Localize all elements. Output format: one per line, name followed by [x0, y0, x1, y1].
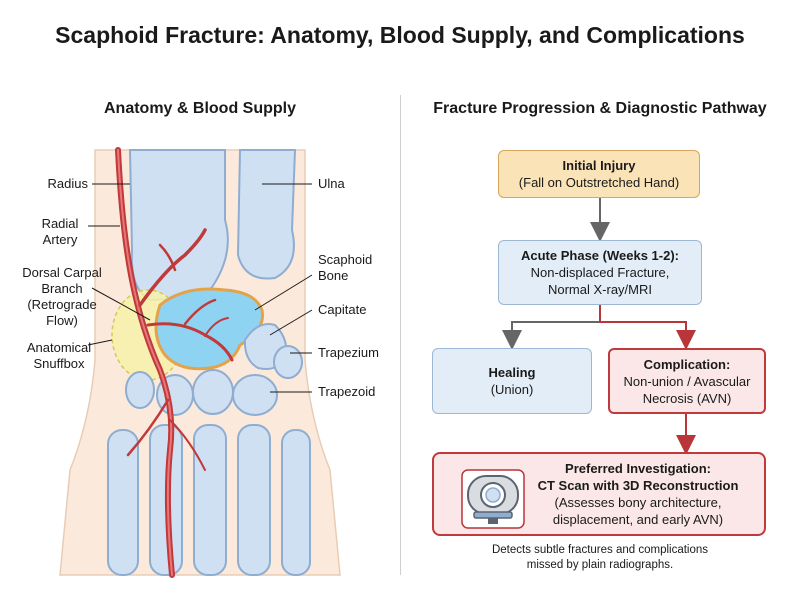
initial-injury-box: Initial Injury (Fall on Outstretched Han…	[498, 150, 700, 198]
leader-line	[91, 287, 151, 321]
pathway-heading: Fracture Progression & Diagnostic Pathwa…	[433, 100, 767, 117]
label-anatomical-snuffbox: Anatomical Snuffbox	[26, 340, 92, 371]
label-dorsal-carpal-branch: Dorsal Carpal Branch (Retrograde Flow)	[22, 265, 102, 328]
metacarpal	[107, 429, 139, 576]
complication-title: Complication:	[643, 356, 731, 372]
complication-text2: Necrosis (AVN)	[642, 390, 732, 406]
metacarpal	[193, 424, 227, 576]
trapezium-bone	[273, 345, 303, 379]
label-trapezium: Trapezium	[318, 345, 379, 360]
investigation-text1: (Assesses bony architecture,	[554, 495, 722, 510]
artery-branch	[126, 398, 170, 457]
acute-phase-title: Acute Phase (Weeks 1-2):	[521, 248, 679, 263]
leader-line	[87, 339, 113, 346]
artery-branch	[169, 419, 206, 471]
acute-phase-text1: Non-displaced Fracture,	[530, 265, 670, 280]
healing-title: Healing	[488, 365, 536, 380]
dorsal-carpal-branch	[204, 317, 229, 337]
ulna-bone	[236, 149, 297, 280]
arrow-acute-to-complication	[599, 305, 696, 350]
label-scaphoid-bone: Scaphoid Bone	[318, 252, 373, 283]
healing-box: Healing (Union)	[432, 348, 592, 414]
panel-divider	[400, 95, 401, 575]
dorsal-carpal-branch	[183, 298, 217, 326]
initial-injury-text: (Fall on Outstretched Hand)	[518, 175, 680, 190]
metacarpal	[237, 424, 271, 576]
trapezoid-bone	[232, 374, 278, 416]
investigation-title1: Preferred Investigation:	[565, 461, 711, 476]
label-ulna: Ulna	[318, 176, 345, 191]
label-radius: Radius	[47, 176, 88, 191]
ct-scanner-icon	[461, 469, 525, 529]
label-radial-artery: Radial Artery	[41, 216, 79, 247]
dorsal-carpal-branch	[138, 228, 207, 307]
anatomy-heading: Anatomy & Blood Supply	[104, 100, 296, 117]
initial-injury-title: Initial Injury	[562, 158, 636, 173]
carpal-bone	[125, 371, 155, 409]
acute-phase-box: Acute Phase (Weeks 1-2): Non-displaced F…	[498, 240, 702, 305]
arrow-acute-to-healing	[502, 305, 601, 350]
acute-phase-text2: Normal X-ray/MRI	[547, 282, 652, 297]
complication-box: Complication: Non-union / Avascular Necr…	[608, 348, 766, 414]
label-trapezoid: Trapezoid	[318, 384, 376, 399]
label-capitate: Capitate	[318, 302, 367, 317]
wrist-anatomy-illustration	[59, 147, 341, 578]
investigation-text2: displacement, and early AVN)	[552, 512, 724, 527]
leader-line	[254, 274, 313, 311]
dorsal-carpal-branch	[158, 243, 177, 272]
complication-text1: Non-union / Avascular	[623, 373, 751, 389]
metacarpal	[281, 429, 311, 576]
page-title: Scaphoid Fracture: Anatomy, Blood Supply…	[55, 22, 745, 48]
leader-line	[269, 309, 313, 336]
investigation-note: Detects subtle fractures and complicatio…	[491, 544, 709, 571]
radius-bone	[128, 149, 229, 302]
healing-text: (Union)	[490, 382, 534, 397]
investigation-title2: CT Scan with 3D Reconstruction	[537, 478, 739, 493]
radial-artery-highlight	[117, 149, 173, 576]
carpal-bone	[192, 369, 234, 415]
